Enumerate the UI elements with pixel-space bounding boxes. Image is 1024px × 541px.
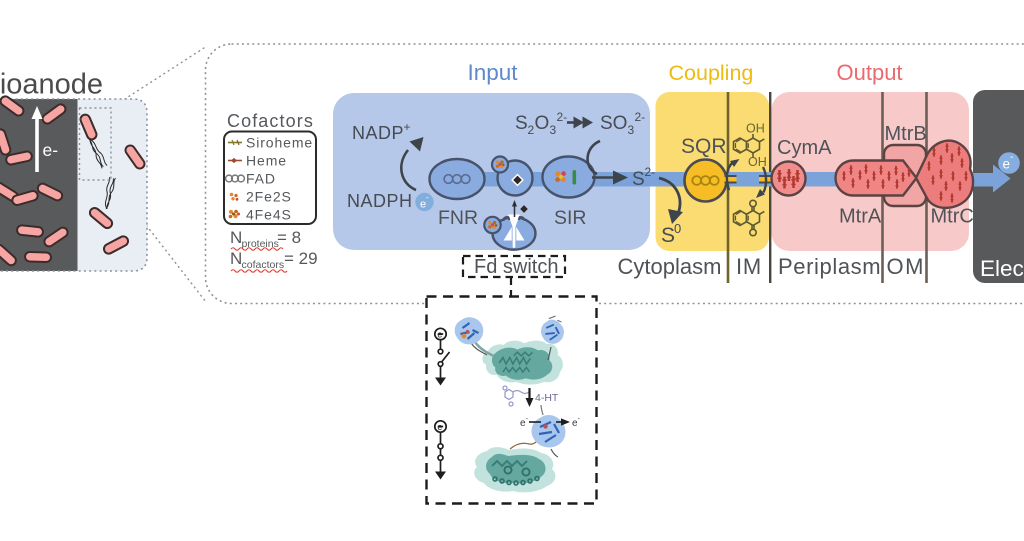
svg-text:Input: Input (468, 60, 519, 85)
svg-text:2: 2 (528, 123, 535, 137)
svg-text:-: - (426, 193, 429, 202)
svg-text:S: S (661, 224, 675, 247)
svg-text:Fd switch: Fd switch (474, 256, 558, 278)
svg-text:S: S (632, 169, 645, 190)
svg-text:+: + (404, 120, 411, 134)
svg-text:Cytoplasm: Cytoplasm (618, 254, 722, 279)
svg-text:SO: SO (600, 113, 627, 134)
svg-text:SIR: SIR (554, 207, 587, 229)
svg-text:MtrB: MtrB (885, 123, 927, 145)
svg-text:MtrC: MtrC (931, 206, 974, 228)
svg-text:2Fe2S: 2Fe2S (246, 189, 292, 205)
svg-text:NADP: NADP (352, 123, 404, 143)
svg-text:cofactors: cofactors (242, 259, 285, 271)
svg-text:Periplasm: Periplasm (778, 254, 881, 279)
svg-text:3: 3 (550, 123, 557, 137)
svg-text:MtrA: MtrA (839, 206, 882, 228)
svg-text:Cofactors: Cofactors (227, 111, 314, 131)
svg-text:FAD: FAD (246, 171, 276, 187)
svg-text:e: e (437, 330, 442, 340)
svg-text:N: N (230, 228, 242, 247)
svg-text:4-HT: 4-HT (535, 392, 559, 404)
svg-text:Electrode: Electrode (980, 256, 1024, 281)
svg-text:N: N (230, 249, 242, 268)
svg-text:2-: 2- (635, 110, 646, 124)
svg-text:2-: 2- (557, 110, 568, 124)
svg-text:e-: e- (43, 140, 59, 160)
svg-text:= 29: = 29 (284, 249, 318, 268)
svg-text:0: 0 (674, 221, 681, 236)
svg-text:O: O (535, 113, 550, 134)
svg-text:NADPH: NADPH (347, 191, 413, 211)
svg-text:4Fe4S: 4Fe4S (246, 207, 292, 223)
svg-text:OM: OM (887, 254, 925, 279)
svg-text:2-: 2- (645, 165, 656, 179)
svg-text:Coupling: Coupling (669, 61, 754, 85)
svg-text:Heme: Heme (246, 153, 287, 169)
svg-text:e: e (437, 422, 442, 432)
svg-text:-: - (1010, 152, 1013, 163)
svg-text:CymA: CymA (777, 137, 832, 159)
svg-text:3: 3 (628, 123, 635, 137)
svg-text:FNR: FNR (438, 207, 478, 229)
svg-text:SQR: SQR (681, 135, 727, 158)
svg-text:OH: OH (746, 122, 765, 136)
svg-text:Siroheme: Siroheme (246, 135, 313, 151)
svg-text:Output: Output (837, 60, 903, 85)
svg-text:e: e (1003, 157, 1011, 172)
svg-text:IM: IM (736, 254, 762, 279)
svg-text:= 8: = 8 (277, 228, 301, 247)
svg-text:S: S (515, 113, 528, 134)
svg-text:Bioanode: Bioanode (0, 69, 103, 101)
